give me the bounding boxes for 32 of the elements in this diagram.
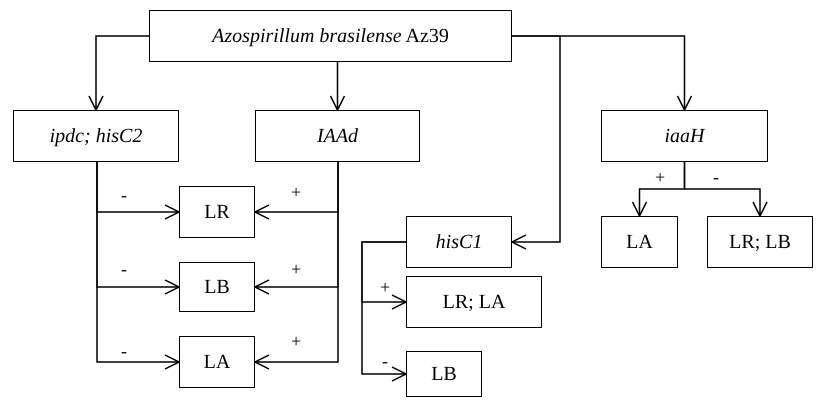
- node-label: IAAd: [316, 124, 358, 148]
- node-label: LR; LA: [442, 290, 506, 314]
- node-label: ipdc; hisC2: [50, 124, 142, 148]
- node-box: [406, 276, 542, 328]
- node-label: LR; LB: [729, 230, 791, 254]
- arrow: [511, 35, 561, 250]
- node-label: hisC1: [436, 230, 482, 254]
- node-box: [179, 186, 255, 238]
- arrow: [254, 162, 339, 370]
- arrow: [361, 241, 407, 382]
- node-box: [601, 110, 768, 162]
- arrow: [88, 35, 149, 111]
- node-label: iaaH: [664, 124, 704, 148]
- node-box: [406, 351, 482, 397]
- arrow: [96, 162, 180, 370]
- node-label: LA: [204, 350, 230, 374]
- node-label: LR: [204, 200, 230, 224]
- node-label: Azospirillum brasilense Az39: [212, 24, 449, 48]
- arrow: [330, 62, 346, 111]
- node-box: [149, 10, 512, 62]
- node-box: [13, 110, 179, 162]
- node-box: [406, 216, 512, 268]
- node-box: [255, 110, 420, 162]
- node-label: LB: [204, 276, 230, 298]
- arrow: [684, 162, 768, 217]
- node-box: [179, 262, 255, 312]
- arrow: [512, 35, 692, 111]
- node-box: [707, 216, 813, 268]
- node-label: LB: [431, 362, 457, 386]
- node-box: [179, 336, 255, 388]
- node-label: LA: [626, 230, 653, 254]
- node-box: [601, 216, 678, 268]
